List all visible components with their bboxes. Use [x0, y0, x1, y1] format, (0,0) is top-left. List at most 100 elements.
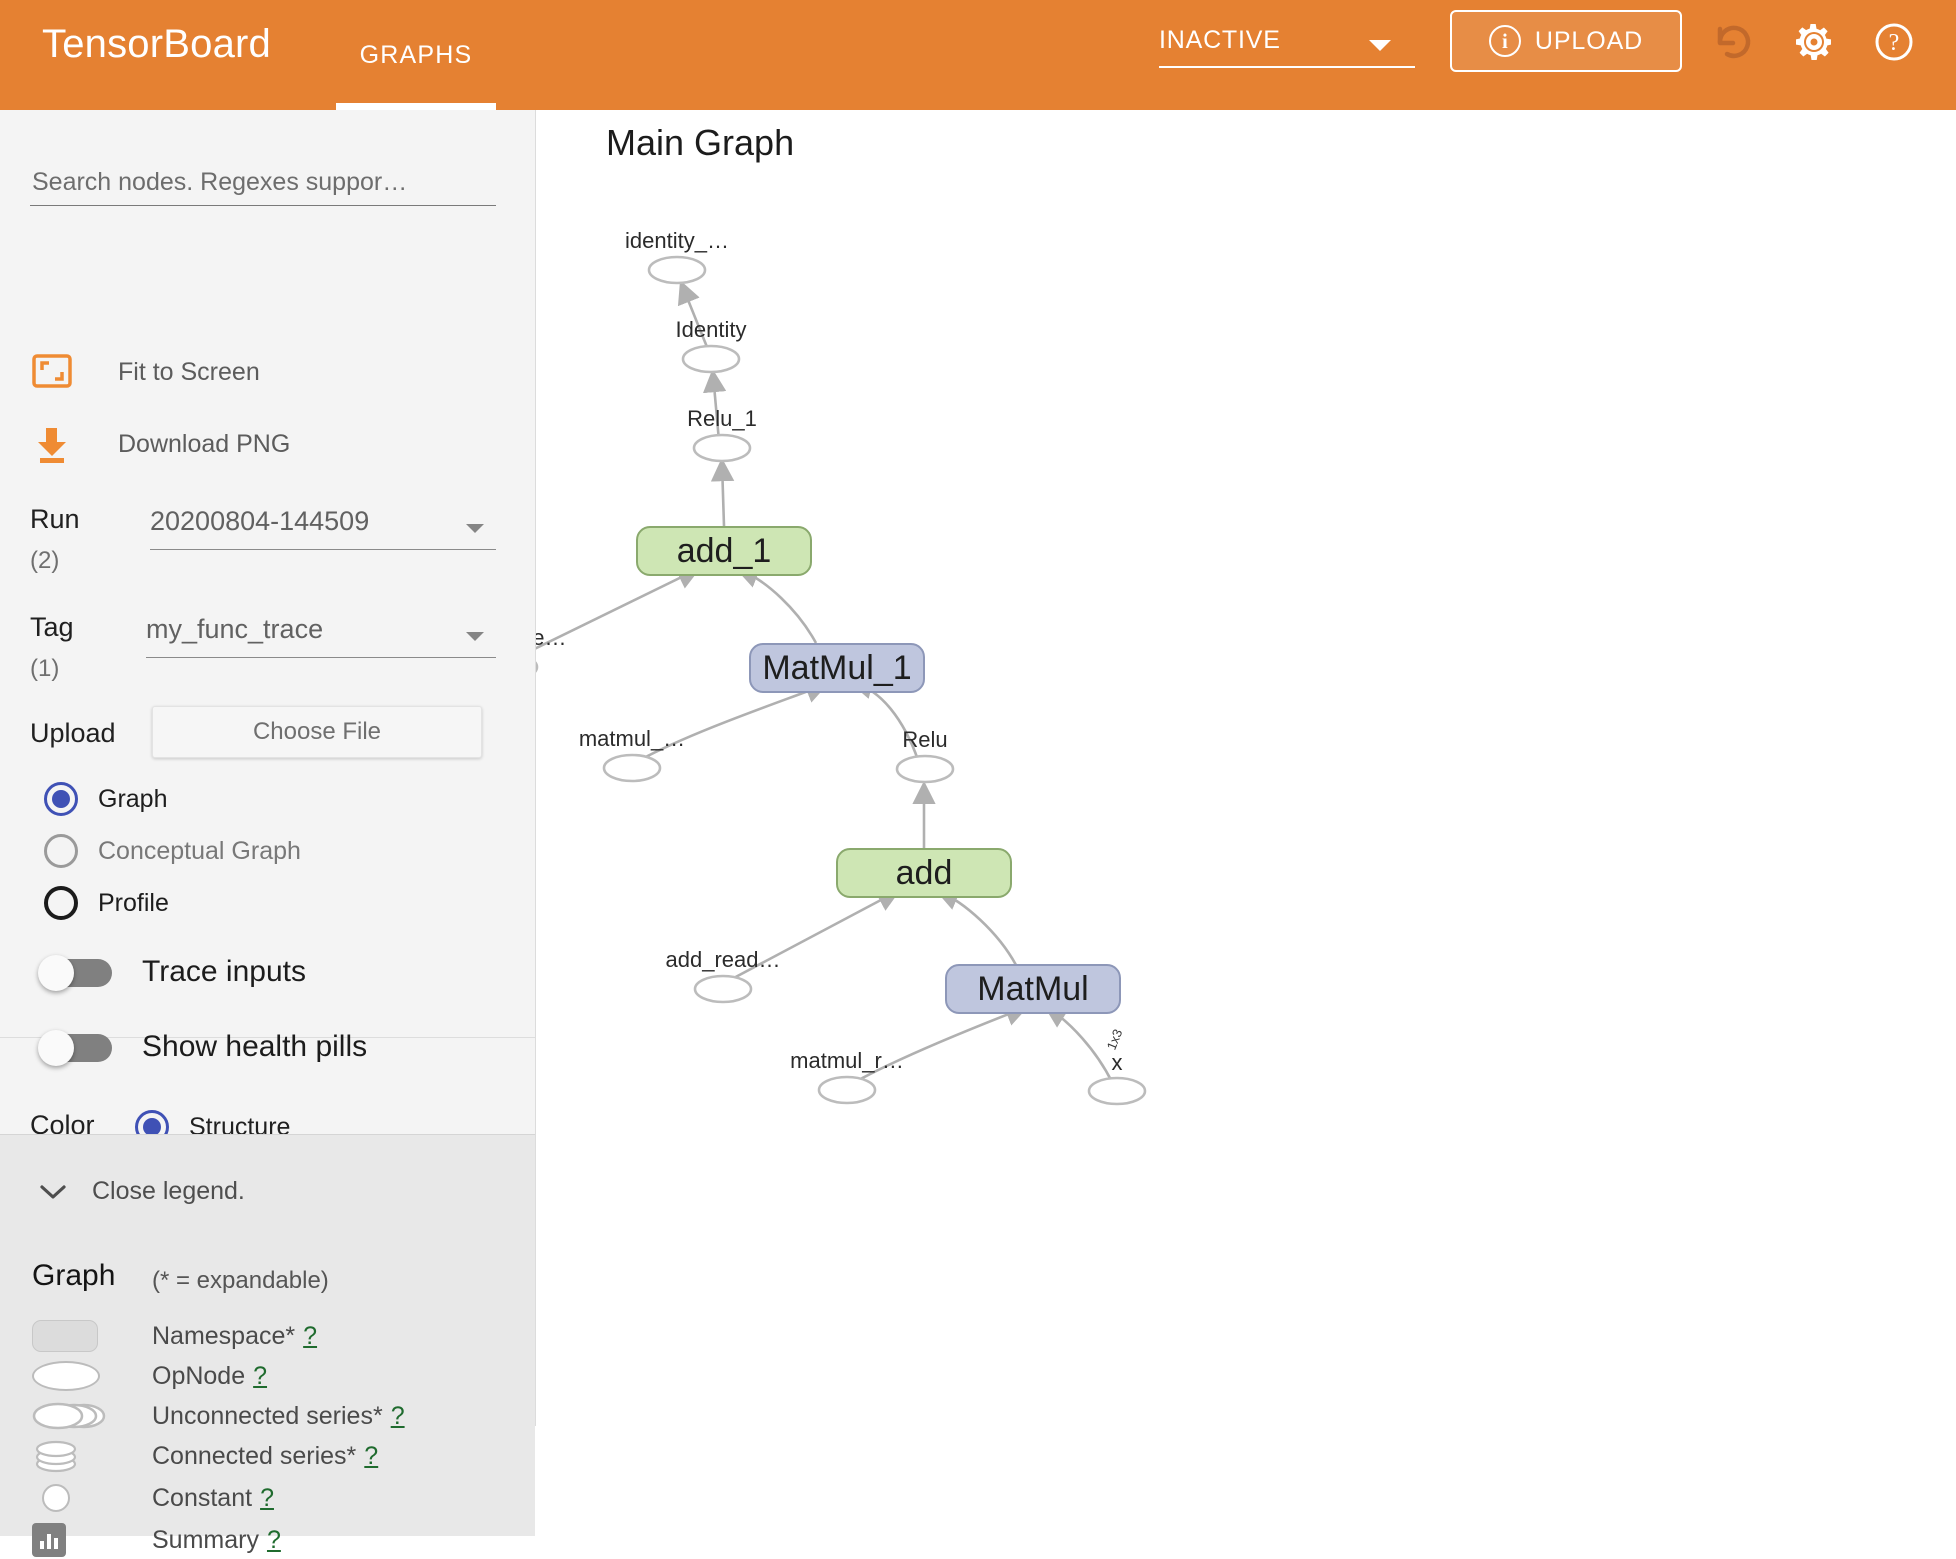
op-node-label-matmul-read: matmul_r… [790, 1048, 904, 1073]
op-node-label-identity-out: identity_… [625, 228, 729, 253]
radio-selected-icon [44, 782, 78, 816]
inactive-dropdown-label: INACTIVE [1159, 26, 1281, 54]
download-png-label: Download PNG [118, 429, 291, 458]
toggle-show-health-pills[interactable]: Show health pills [38, 1030, 367, 1066]
help-link-icon[interactable]: ? [266, 1525, 281, 1554]
tag-value: my_func_trace [146, 614, 324, 644]
tag-label: Tag [30, 612, 74, 642]
radio-unselected-icon [44, 834, 78, 868]
help-link-icon[interactable]: ? [260, 1483, 274, 1512]
legend-item-summary: Summary ? [32, 1521, 512, 1559]
help-link-icon[interactable]: ? [364, 1441, 379, 1470]
tab-graphs-label: GRAPHS [359, 40, 473, 69]
sidebar-controls-panel: Fit to Screen Download PNG Run (2) 20200… [0, 110, 535, 1144]
choose-file-button[interactable]: Choose File [152, 706, 482, 758]
legend-title: Graph [32, 1259, 116, 1292]
graph-canvas[interactable]: Main Graph [536, 110, 1956, 1426]
radio-dot [143, 1118, 161, 1136]
opnode-shape-icon [32, 1359, 122, 1393]
op-node-label-matmul-1-read: matmul_… [578, 726, 686, 751]
op-node-relu[interactable] [895, 754, 955, 784]
connected-series-shape-icon [32, 1439, 122, 1473]
radio-conceptual-graph-label: Conceptual Graph [98, 836, 301, 865]
help-link-icon[interactable]: ? [390, 1401, 405, 1430]
app-brand: TensorBoard [42, 22, 271, 66]
op-node-label-relu: Relu [902, 727, 948, 752]
download-icon [30, 422, 74, 466]
upload-label: Upload [30, 718, 116, 748]
op-node-matmul-1-read[interactable] [602, 753, 662, 783]
op-node-matmul-read[interactable] [817, 1075, 877, 1105]
op-node-label-relu-1: Relu_1 [687, 406, 757, 431]
tag-count: (1) [30, 655, 60, 682]
graph-node-add-1[interactable]: add_1 [636, 526, 812, 576]
graph-node-matmul-1[interactable]: MatMul_1 [749, 643, 925, 693]
fit-to-screen-icon [30, 350, 74, 394]
download-png-button[interactable]: Download PNG [30, 422, 290, 466]
refresh-icon[interactable] [1710, 18, 1758, 66]
radio-profile[interactable]: Profile [44, 886, 169, 920]
close-legend-label: Close legend. [92, 1177, 245, 1205]
chevron-down-icon [40, 1184, 66, 1200]
page-title: Main Graph [606, 122, 795, 163]
radio-dot [52, 790, 70, 808]
gear-icon[interactable] [1790, 18, 1838, 66]
op-node-identity-out[interactable] [647, 255, 707, 285]
upload-button-label: UPLOAD [1534, 26, 1644, 55]
unconnected-series-shape-icon [32, 1399, 122, 1433]
tab-active-indicator [336, 103, 496, 110]
legend-item-unconnected-series: Unconnected series* ? [32, 1397, 512, 1435]
toggle-trace-inputs[interactable]: Trace inputs [38, 955, 306, 991]
legend-item-namespace: Namespace* ? [32, 1317, 512, 1355]
run-label: Run [30, 504, 80, 534]
help-link-icon[interactable]: ? [253, 1361, 268, 1390]
op-node-add-read[interactable] [693, 974, 753, 1004]
chevron-down-icon [466, 524, 484, 533]
legend-subtitle: (* = expandable) [152, 1267, 329, 1294]
graph-op-nodes[interactable] [536, 255, 1147, 1106]
toggle-knob [38, 1030, 74, 1066]
chevron-down-icon [466, 632, 484, 641]
graph-svg [536, 255, 1147, 1106]
left-sidebar: Fit to Screen Download PNG Run (2) 20200… [0, 110, 536, 1557]
op-node-relu-1[interactable] [692, 433, 752, 463]
toggle-trace-inputs-label: Trace inputs [142, 955, 306, 988]
graph-node-add[interactable]: add [836, 848, 1012, 898]
close-legend-button[interactable]: Close legend. [40, 1177, 245, 1206]
help-icon[interactable]: ? [1870, 18, 1918, 66]
app-header: TensorBoard GRAPHS INACTIVE i UPLOAD ? [0, 0, 1956, 110]
fit-to-screen-label: Fit to Screen [118, 357, 260, 386]
toggle-switch-off-icon [38, 1030, 112, 1066]
graph-node-matmul[interactable]: MatMul [945, 964, 1121, 1014]
legend-panel: Close legend. Graph (* = expandable) Nam… [0, 1134, 535, 1557]
legend-item-label: Connected series* [152, 1441, 357, 1470]
run-count: (2) [30, 547, 60, 574]
chevron-down-icon [1369, 40, 1391, 51]
op-node-x[interactable] [1087, 1076, 1147, 1106]
tag-dropdown[interactable]: my_func_trace [146, 612, 496, 658]
op-node-label-x: x [1111, 1050, 1123, 1075]
radio-conceptual-graph[interactable]: Conceptual Graph [44, 834, 301, 868]
op-node-identity[interactable] [681, 344, 741, 374]
radio-graph[interactable]: Graph [44, 782, 167, 816]
legend-item-label: Unconnected series* [152, 1401, 383, 1430]
upload-button[interactable]: i UPLOAD [1450, 10, 1682, 72]
op-node-label-add-1-read: add_1_re… [536, 625, 567, 650]
toggle-switch-off-icon [38, 955, 112, 991]
summary-shape-icon [32, 1523, 122, 1557]
run-dropdown[interactable]: 20200804-144509 [150, 504, 496, 550]
tab-graphs[interactable]: GRAPHS [336, 0, 496, 110]
op-node-label-add-read: add_read… [665, 947, 781, 972]
toggle-knob [38, 955, 74, 991]
legend-item-label: Summary [152, 1525, 259, 1554]
legend-item-label: OpNode [152, 1361, 246, 1390]
radio-unselected-icon [44, 886, 78, 920]
legend-item-opnode: OpNode ? [32, 1357, 512, 1395]
op-node-add-1-read[interactable] [536, 654, 539, 680]
fit-to-screen-button[interactable]: Fit to Screen [30, 350, 260, 394]
radio-graph-label: Graph [98, 784, 168, 813]
help-link-icon[interactable]: ? [303, 1321, 318, 1350]
inactive-dropdown[interactable]: INACTIVE [1159, 20, 1415, 68]
search-input[interactable] [30, 160, 496, 206]
op-node-label-identity: Identity [675, 317, 747, 342]
